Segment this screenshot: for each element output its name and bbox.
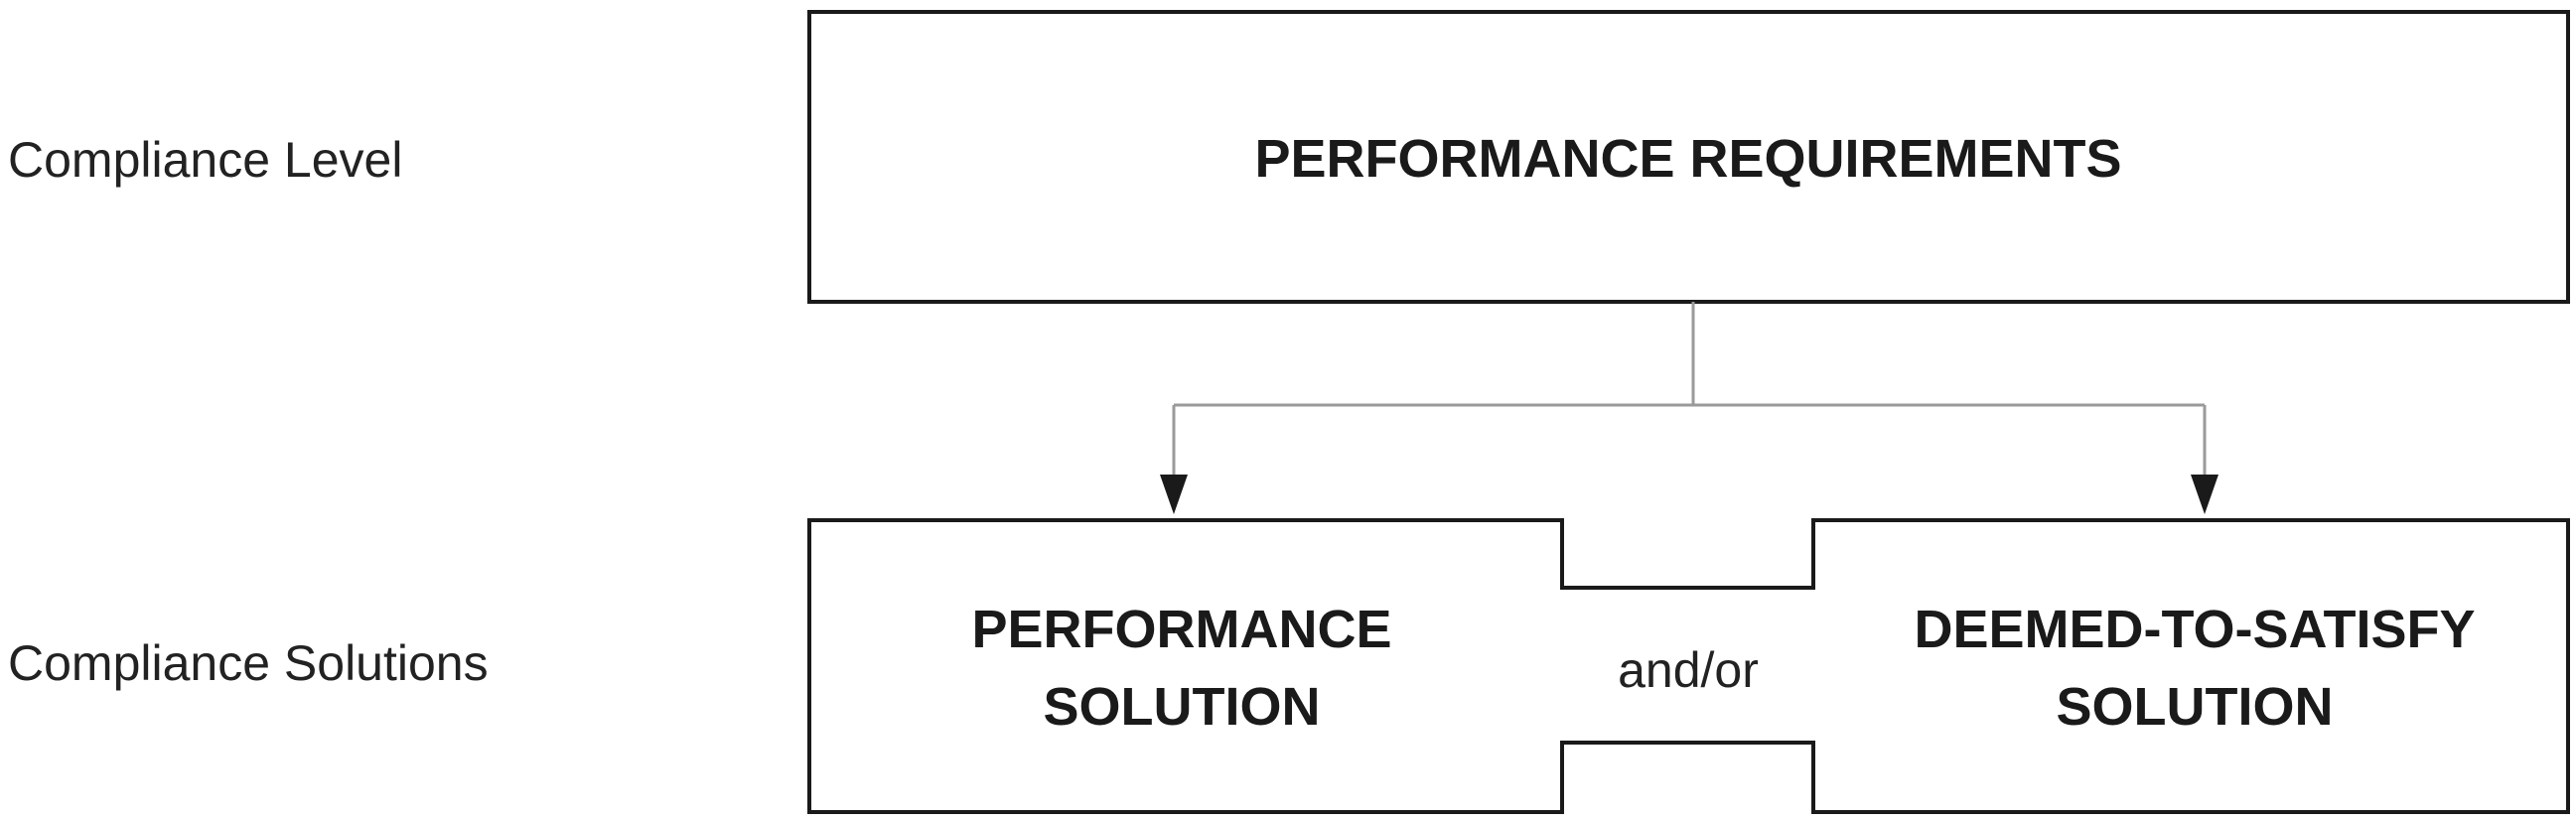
performance-solution-title-line2: SOLUTION bbox=[1044, 677, 1321, 737]
deemed-to-satisfy-title-line1: DEEMED-TO-SATISFY bbox=[1914, 600, 2475, 659]
compliance-level-label: Compliance Level bbox=[8, 132, 402, 188]
deemed-to-satisfy-title-line2: SOLUTION bbox=[2057, 677, 2334, 737]
performance-requirements-title: PERFORMANCE REQUIREMENTS bbox=[1254, 129, 2121, 189]
performance-solution-title-line1: PERFORMANCE bbox=[971, 600, 1391, 659]
solutions-shape-outline bbox=[807, 518, 2570, 814]
arrow-down-left-icon bbox=[1160, 475, 1188, 514]
deemed-to-satisfy-solution-box: DEEMED-TO-SATISFY SOLUTION bbox=[1914, 600, 2475, 737]
arrow-down-right-icon bbox=[2191, 475, 2218, 514]
compliance-solutions-label: Compliance Solutions bbox=[8, 635, 489, 691]
performance-requirements-box: PERFORMANCE REQUIREMENTS bbox=[807, 10, 2570, 304]
performance-solution-box: PERFORMANCE SOLUTION bbox=[971, 600, 1391, 737]
and-or-label: and/or bbox=[1618, 642, 1759, 698]
requirements-connector bbox=[1160, 302, 2218, 514]
